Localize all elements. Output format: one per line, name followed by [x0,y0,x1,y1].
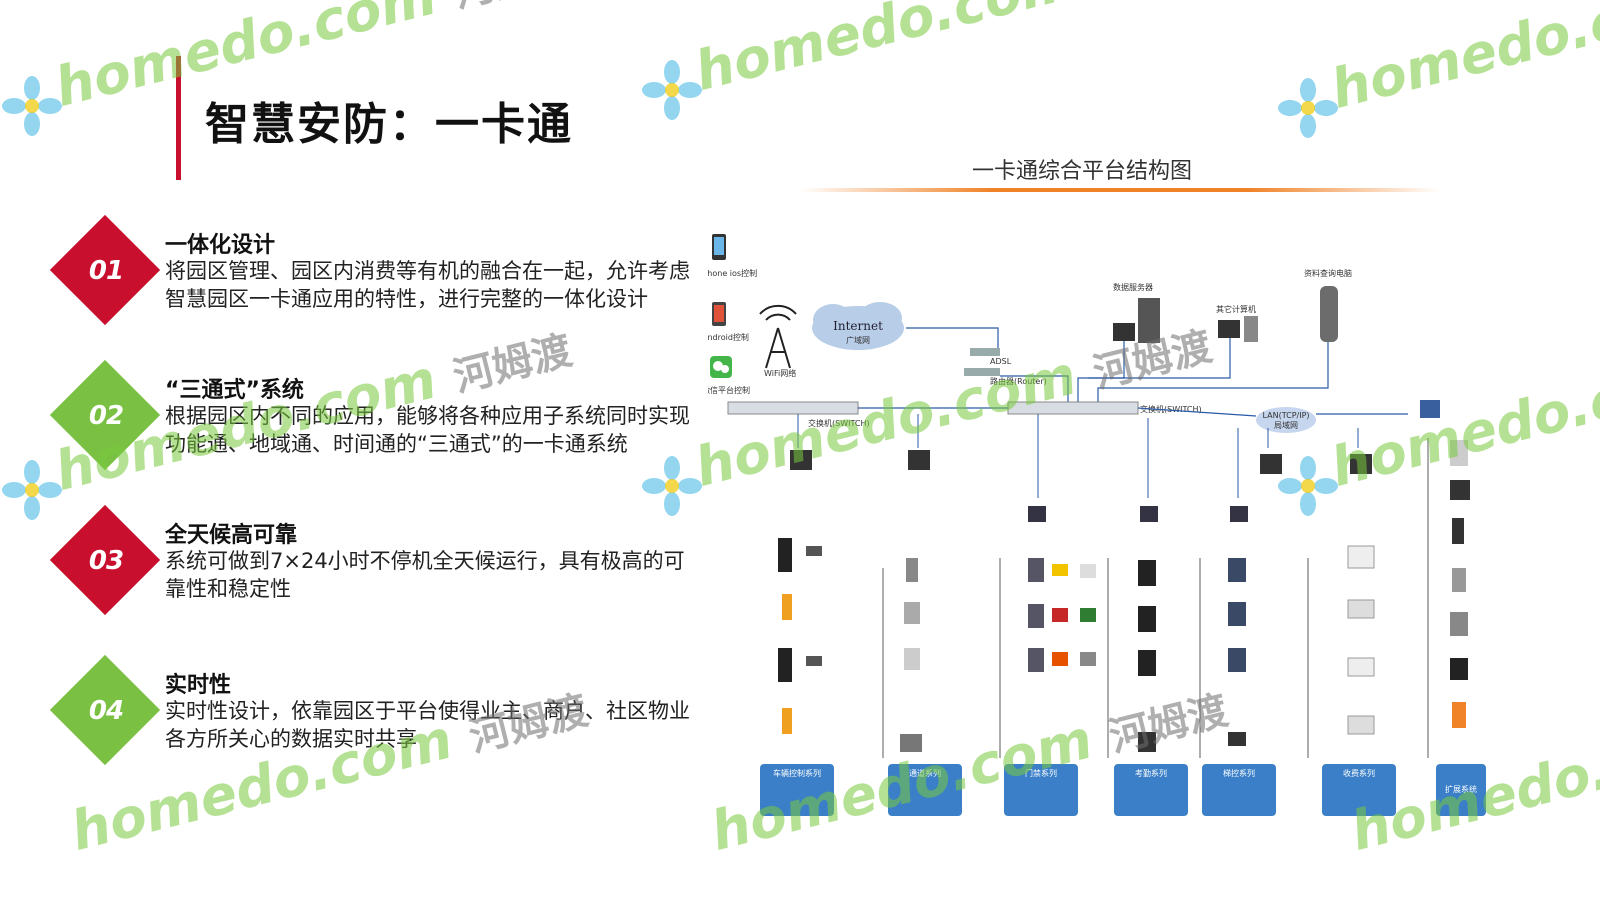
wechat-label: 微信平台控制 [708,385,750,395]
feature-title: 一体化设计 [165,233,276,258]
subsystem-label: 通道系列 [909,768,941,778]
feature-number: 02 [88,401,124,431]
adsl-modem [970,348,1000,356]
subsystem-box-vehicle [760,764,834,816]
pc-icon [908,450,930,470]
watermark-text: homedo.com [1324,0,1600,121]
subsystem-box-charging [1322,764,1396,816]
extension-devices [1450,440,1470,728]
flower-logo-icon [2,76,62,136]
iphone-icon [712,234,726,260]
subsystem-label: 考勤系列 [1135,768,1167,778]
channel-devices [900,558,922,752]
router-label: 路由器(Router) [990,376,1047,386]
internet-sub-label: 广域网 [846,335,870,345]
flower-logo-icon [1278,78,1338,138]
diagram-title-underline [800,188,1440,192]
feature-item-1: 01 一体化设计 将园区管理、园区内消费等有机的融合在一起，允许考虑智慧园区一卡… [49,214,690,335]
subsystem-label: 门禁系列 [1025,768,1057,778]
feature-number: 04 [88,696,124,726]
subsystem-label: 车辆控制系列 [773,768,821,778]
feature-number: 01 [88,256,124,286]
wifi-tower-icon [759,304,797,369]
subsystem-box-extension [1436,764,1486,816]
kiosk-icon [1320,286,1338,342]
feature-item-2: 02 “三通式”系统 根据园区内不同的应用，能够将各种应用子系统同时实现功能通、… [49,359,690,480]
vehicle-devices [778,538,822,734]
switch-right [1007,401,1139,415]
internet-label: Internet [833,319,883,333]
feature-description: 将园区管理、园区内消费等有机的融合在一起，允许考虑智慧园区一卡通应用的特性，进行… [165,259,690,311]
other-pc-icon [1218,316,1258,342]
subsystem-boxes: 车辆控制系列 通道系列 门禁系列 考勤系列 梯控系列 收费系列 扩展系统 [760,764,1486,816]
lan-sub-label: 局域网 [1274,420,1298,430]
feature-badge-4: 04 [49,654,162,767]
feature-number: 03 [88,546,124,576]
router-device [964,368,1000,376]
feature-badge-2: 02 [49,359,162,472]
charging-devices [1347,545,1375,735]
page-title: 智慧安防：一卡通 [205,99,573,150]
feature-description: 根据园区内不同的应用，能够将各种应用子系统同时实现功能通、地域通、时间通的“三通… [165,404,690,456]
flower-logo-icon [642,60,702,120]
feature-badge-1: 01 [49,214,162,327]
access-devices [1028,558,1096,672]
adsl-label: ADSL [990,357,1012,366]
other-pc-label: 其它计算机 [1216,304,1256,314]
controller-icons [1028,506,1248,522]
feature-title: 实时性 [165,673,232,698]
diagram-title: 一卡通综合平台结构图 [972,159,1193,184]
switch-left [727,401,859,415]
feature-description: 实时性设计，依靠园区于平台使得业主、商户、社区物业各方所关心的数据实时共享 [165,699,690,751]
feature-item-4: 04 实时性 实时性设计，依靠园区于平台使得业主、商户、社区物业各方所关心的数据… [49,654,690,775]
kiosk-label: 资料查询电脑 [1304,268,1352,278]
pc-icon [1260,454,1282,474]
db-server-icon [1113,298,1160,343]
architecture-diagram: iphone ios控制 Android控制 微信平台控制 WiFi网络 Int… [708,234,1486,816]
android-label: Android控制 [708,332,749,342]
subsystem-box-attendance [1114,764,1188,816]
switch-left-label: 交换机(SWITCH) [808,418,870,428]
subsystem-box-elevator [1202,764,1276,816]
internet-cloud-icon [812,302,904,350]
feature-description: 系统可做到7×24小时不停机全天候运行，具有极高的可靠性和稳定性 [165,549,685,601]
db-server-label: 数据服务器 [1113,282,1153,292]
feature-title: 全天候高可靠 [165,523,298,548]
wechat-icon [710,356,732,378]
android-icon [712,302,726,326]
wifi-label: WiFi网络 [764,368,796,378]
feature-title: “三通式”系统 [165,378,304,403]
subsystem-label: 收费系列 [1343,768,1375,778]
subsystem-label: 梯控系列 [1223,768,1255,778]
title-accent-bar [176,56,181,180]
lan-label: LAN(TCP/IP) [1262,411,1309,420]
subsystem-label: 扩展系统 [1445,784,1477,794]
feature-badge-3: 03 [49,504,162,617]
pc-icon [790,450,812,470]
pc-icon [1350,454,1372,474]
watermark-text: homedo.com 河姆渡 [688,0,1217,103]
attendance-devices [1138,560,1156,752]
elevator-devices [1228,558,1246,746]
subsystem-box-channel [888,764,962,816]
remote-pc-icon [1420,400,1440,418]
switch-right-label: 交换机(SWITCH) [1140,404,1202,414]
feature-item-3: 03 全天候高可靠 系统可做到7×24小时不停机全天候运行，具有极高的可靠性和稳… [49,504,690,625]
iphone-label: iphone ios控制 [708,268,757,278]
subsystem-box-access [1004,764,1078,816]
lan-cloud-icon [1256,407,1316,433]
